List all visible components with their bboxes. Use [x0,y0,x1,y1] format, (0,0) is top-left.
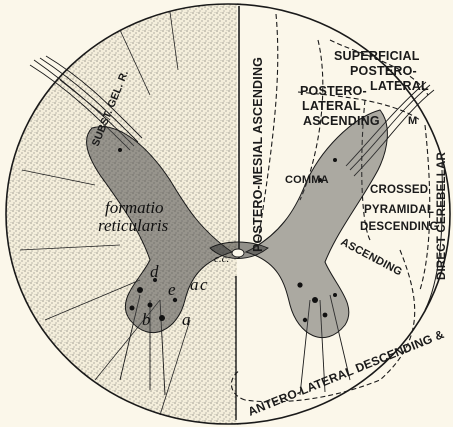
label-lateral-1: LATERAL [370,79,429,93]
label-reticularis: reticularis [98,216,169,235]
label-m: M [408,115,417,127]
label-crossed: CROSSED [370,184,428,196]
label-a: a [190,275,199,294]
label-a2: a [182,310,191,329]
label-e: e [168,280,176,299]
label-d: d [150,262,159,281]
label-postero-2: POSTERO- [300,84,367,98]
label-descending: DESCENDING [360,221,439,233]
label-c: c [200,275,208,294]
label-ascending-1: ASCENDING [303,114,380,128]
label-formatio: formatio [105,198,164,217]
label-lateral-2: LATERAL [302,99,361,113]
central-canal [232,249,244,257]
label-comma: COMMA [285,174,329,186]
label-direct-cerebellar: DIRECT CEREBELLAR [436,152,448,280]
label-postero-mesial-ascending: POSTERO-MESIAL ASCENDING [251,57,265,252]
label-cc: c.c. [214,253,229,265]
label-superficial: SUPERFICIAL [334,49,420,63]
label-b: b [142,310,151,329]
label-postero-1: POSTERO- [350,64,417,78]
label-pyramidal: PYRAMIDAL [364,204,434,216]
